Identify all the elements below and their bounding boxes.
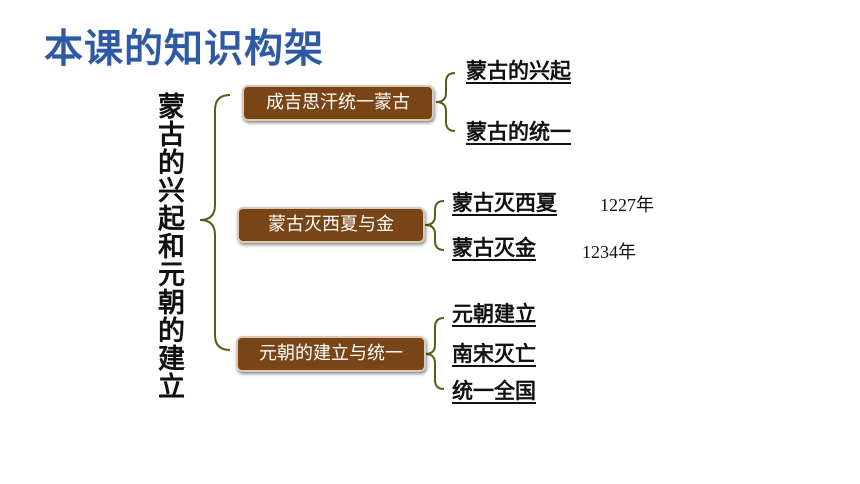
main-brace [199, 94, 231, 351]
branch2-brace [424, 200, 445, 251]
year-jin: 1234年 [582, 242, 636, 262]
branch3-brace [424, 317, 445, 390]
root-topic: 蒙古的兴起和元朝的建立 [153, 92, 184, 400]
branch-box-conquer-xixia-jin[interactable]: 蒙古灭西夏与金 [237, 207, 425, 243]
leaf-conquer-xixia[interactable]: 蒙古灭西夏 [452, 191, 557, 215]
leaf-conquer-jin[interactable]: 蒙古灭金 [452, 236, 536, 260]
branch1-brace [435, 72, 456, 132]
leaf-mongol-rise[interactable]: 蒙古的兴起 [466, 59, 571, 83]
leaf-southern-song-fall[interactable]: 南宋灭亡 [452, 342, 536, 366]
branch-box-yuan-founding[interactable]: 元朝的建立与统一 [236, 336, 426, 372]
page-title: 本课的知识构架 [44, 27, 325, 72]
leaf-yuan-founded[interactable]: 元朝建立 [452, 302, 536, 326]
year-xixia: 1227年 [600, 195, 654, 215]
branch-box-genghis-unify[interactable]: 成吉思汗统一蒙古 [242, 85, 434, 121]
leaf-unify-country[interactable]: 统一全国 [452, 379, 536, 403]
leaf-mongol-unify[interactable]: 蒙古的统一 [466, 120, 571, 144]
